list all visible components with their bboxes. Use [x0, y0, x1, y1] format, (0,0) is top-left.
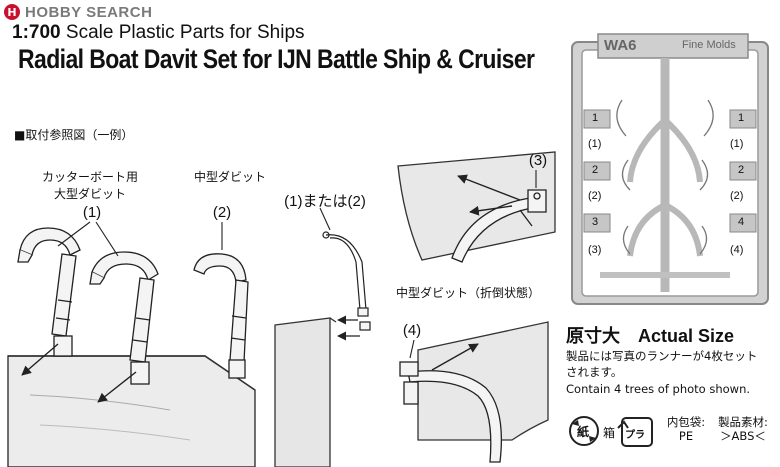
sprue-brand: Fine Molds — [682, 39, 736, 51]
sprue-tree — [571, 33, 769, 305]
hull-block-lower-right — [417, 321, 549, 441]
box-label: 箱 — [603, 426, 616, 440]
hobby-search-watermark: H HOBBY SEARCH — [4, 2, 152, 22]
davit-4 — [399, 361, 503, 463]
plastic-symbol: プラ — [625, 430, 645, 441]
sprue-label-left-1: (1) — [588, 138, 602, 150]
label-part-1-large: (1) — [82, 204, 102, 221]
sprue-tab-left-3: 3 — [592, 216, 599, 228]
sprue-tab-left-1: 1 — [592, 112, 599, 124]
recycle-paper-icon — [569, 416, 599, 446]
thin-davit — [322, 231, 371, 331]
bag-label: 内包袋: — [666, 415, 706, 429]
actual-size-desc-jp-1: 製品には写真のランナーが4枚セット — [566, 349, 758, 363]
sprue-tag: WA6 — [604, 37, 637, 54]
sprue-tab-right-1: 1 — [738, 112, 745, 124]
paper-symbol: 紙 — [577, 425, 590, 439]
material-value: ＞ABS＜ — [720, 429, 766, 443]
label-part-1-or-2: (1)または(2) — [284, 193, 366, 210]
label-part-3: (3) — [528, 152, 548, 169]
scale-prefix: 1:700 — [12, 22, 61, 43]
caption-cutter-line1: カッターボート用 — [41, 170, 138, 184]
label-part-4: (4) — [402, 322, 422, 339]
bag-value: PE — [678, 429, 694, 443]
scale-text: Scale Plastic Parts for Ships — [65, 22, 305, 43]
material-label: 製品素材: — [718, 415, 768, 429]
medium-davit — [193, 253, 249, 379]
recycle-plastic-icon — [617, 417, 653, 447]
product-material: 製品素材: ＞ABS＜ — [706, 415, 780, 443]
caption-folded-davit: 中型ダビット（折倒状態） — [396, 286, 541, 300]
caption-medium-davit: 中型ダビット — [193, 170, 266, 184]
watermark-text: HOBBY SEARCH — [25, 3, 153, 21]
deck-block-left — [7, 355, 256, 467]
sprue-tab-right-3: 4 — [738, 216, 745, 228]
label-part-2: (2) — [212, 204, 232, 221]
large-davit-a — [17, 227, 81, 357]
sprue-label-right-1: (1) — [730, 138, 744, 150]
large-davit-b — [89, 251, 159, 385]
sprue-tab-left-2: 2 — [592, 164, 599, 176]
sprue-tab-right-2: 2 — [738, 164, 745, 176]
actual-size-heading: 原寸大 Actual Size — [566, 322, 734, 348]
product-title: Radial Boat Davit Set for IJN Battle Shi… — [18, 44, 535, 74]
section-label: ■取付参照図（一例） — [14, 128, 134, 142]
actual-size-jp: 原寸大 — [566, 326, 620, 346]
sprue-label-left-3: (3) — [588, 244, 602, 256]
scale-line: 1:700 Scale Plastic Parts for Ships — [12, 22, 305, 44]
hull-side-middle — [274, 317, 337, 467]
actual-size-desc-jp-2: されます。 — [566, 365, 623, 379]
sprue-label-left-2: (2) — [588, 190, 602, 202]
caption-cutter-davit: カッターボート用 大型ダビット — [30, 168, 150, 202]
sprue-label-right-4: (4) — [730, 244, 744, 256]
caption-cutter-line2: 大型ダビット — [53, 187, 126, 201]
davit-3 — [451, 189, 547, 263]
bag-material: 内包袋: PE — [656, 415, 716, 443]
actual-size-en: Actual Size — [638, 326, 735, 346]
actual-size-desc-en: Contain 4 trees of photo shown. — [566, 382, 751, 396]
hobby-search-logo-icon: H — [4, 4, 20, 20]
sprue-label-right-2: (2) — [730, 190, 744, 202]
